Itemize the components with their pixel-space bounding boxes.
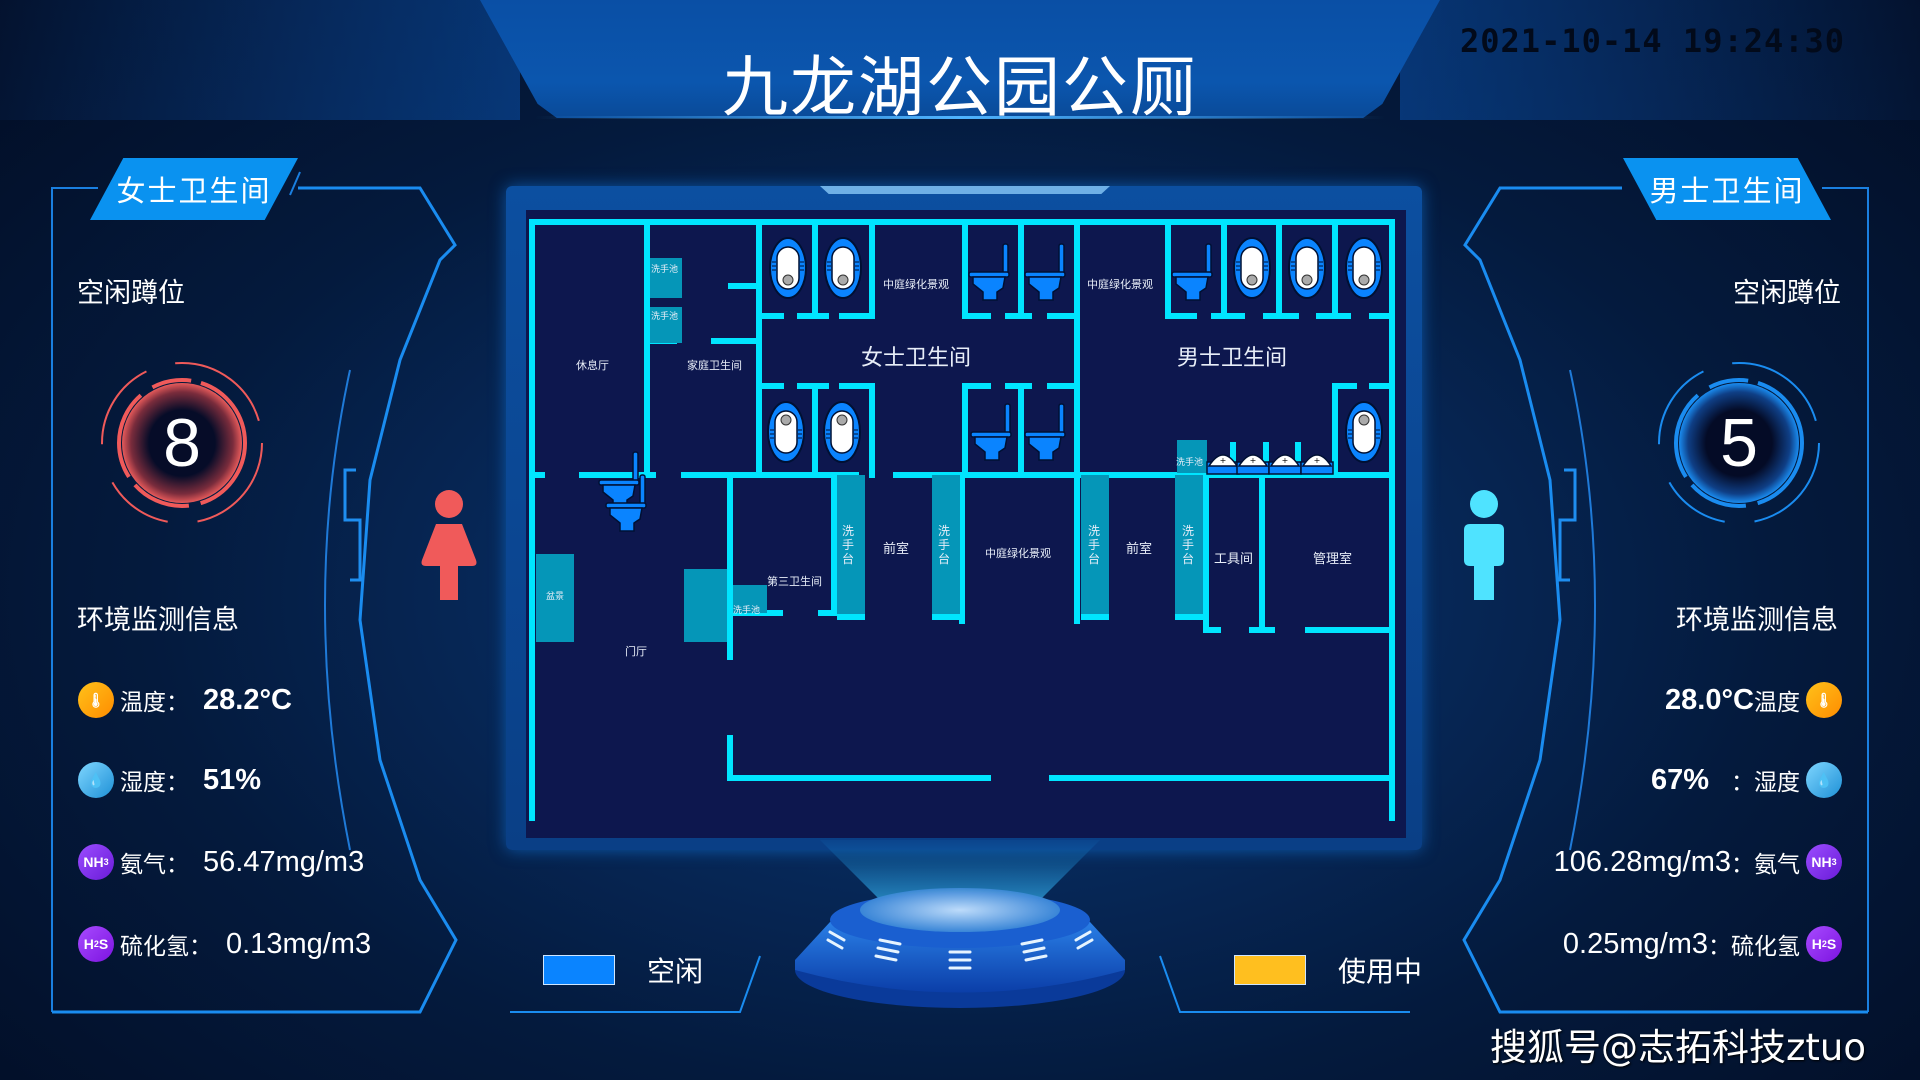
- men-free-stalls-label: 空闲蹲位: [1733, 278, 1841, 309]
- room-tool-room: 工具间: [1214, 552, 1254, 567]
- header-glow-right: [1400, 0, 1920, 120]
- room-washstand-4: 洗手台: [1182, 524, 1195, 566]
- room-courtyard-women: 中庭绿化景观: [883, 278, 949, 291]
- room-courtyard-center: 中庭绿化景观: [985, 547, 1051, 560]
- thermometer-icon: 🌡: [1806, 682, 1842, 718]
- female-figure-icon: [421, 490, 477, 600]
- women-squat-stall-1: [769, 237, 807, 299]
- room-sink-2: 洗手池: [651, 312, 679, 322]
- page-title: 九龙湖公园公厕: [722, 49, 1198, 126]
- humidity-icon: 💧: [1806, 762, 1842, 798]
- women-free-stalls-label: 空闲蹲位: [77, 278, 185, 309]
- floor-plan-frame-accent: [820, 186, 1110, 194]
- room-lobby: 门厅: [625, 645, 647, 658]
- legend-free-label: 空闲: [647, 955, 704, 988]
- header-glow-left: [0, 0, 520, 120]
- room-courtyard-men: 中庭绿化景观: [1087, 278, 1153, 291]
- women-free-count: 8: [163, 405, 201, 481]
- third-toilet: [598, 451, 640, 509]
- room-men-sink: 洗手池: [1176, 458, 1204, 468]
- men-free-count: 5: [1720, 405, 1758, 481]
- women-toilet-3: [970, 403, 1012, 461]
- male-figure-icon: [1464, 490, 1504, 600]
- room-family-restroom: 家庭卫生间: [687, 359, 742, 372]
- room-bonsai: 盆景: [546, 592, 565, 602]
- hologram-pedestal-icon: [795, 840, 1125, 1008]
- men-free-gauge: 5: [1654, 358, 1824, 528]
- room-lounge: 休息厅: [576, 359, 609, 372]
- humidity-icon: 💧: [78, 762, 114, 798]
- datetime-display: 2021-10-14 19:24:30: [1460, 22, 1846, 60]
- men-h2s-value: 0.25mg/m3: [1562, 927, 1708, 960]
- women-squat-stall-2: [824, 237, 862, 299]
- men-squat-stall-2: [1288, 237, 1326, 299]
- header-banner: [480, 0, 1440, 118]
- room-men-title: 男士卫生间: [1177, 346, 1288, 371]
- women-restroom-tag: 女士卫生间: [90, 158, 298, 220]
- men-squat-stall-1: [1233, 237, 1271, 299]
- men-squat-stall-3: [1345, 237, 1383, 299]
- room-washstand-3: 洗手台: [1088, 524, 1101, 566]
- header-underline: [535, 116, 1385, 119]
- women-env-title: 环境监测信息: [77, 605, 239, 636]
- watermark: 搜狐号@志拓科技ztuo: [1490, 1026, 1867, 1069]
- women-nh3-value: 56.47mg/m3: [203, 845, 365, 878]
- room-third-restroom: 第三卫生间: [767, 575, 822, 588]
- legend-occupied-label: 使用中: [1338, 955, 1423, 988]
- room-third-sink: 洗手池: [733, 606, 761, 616]
- men-nh3-value: 106.28mg/m3: [1553, 845, 1731, 878]
- room-washstand-1: 洗手台: [842, 524, 855, 566]
- women-temperature-value: 28.2°C: [203, 683, 292, 716]
- men-temperature-value: 28.0°C: [1665, 683, 1754, 716]
- women-toilet-2: [1024, 243, 1066, 301]
- thermometer-icon: 🌡: [78, 682, 114, 718]
- men-toilet-1: [1171, 243, 1213, 301]
- women-squat-stall-4: [824, 402, 860, 462]
- room-washstand-2: 洗手台: [938, 524, 951, 566]
- room-sink-1: 洗手池: [651, 265, 679, 275]
- gauge-ring-icon: [101, 362, 263, 524]
- women-h2s-value: 0.13mg/m3: [226, 927, 372, 960]
- room-management: 管理室: [1313, 552, 1353, 567]
- legend-free: 空闲: [543, 950, 703, 990]
- women-toilet-1: [968, 243, 1010, 301]
- women-humidity-value: 51%: [203, 763, 262, 796]
- room-anteroom-women: 前室: [883, 542, 910, 557]
- men-squat-stall-4: [1346, 402, 1382, 462]
- men-humidity-value: 67%: [1650, 763, 1709, 796]
- men-humidity-row: 67% ：湿度 💧: [1651, 760, 1842, 800]
- women-temperature-row: 🌡 温度： 28.2°C: [78, 680, 292, 720]
- gauge-ring-icon: [1658, 362, 1820, 524]
- legend-occupied-swatch: [1234, 955, 1306, 985]
- women-toilet-4: [1024, 403, 1066, 461]
- legend-free-swatch: [543, 955, 615, 985]
- men-env-title: 环境监测信息: [1676, 605, 1838, 636]
- men-temperature-row: 28.0°C 温度 🌡: [1665, 680, 1842, 720]
- urinal-4: [1300, 454, 1334, 475]
- room-women-title: 女士卫生间: [861, 346, 972, 371]
- room-anteroom-men: 前室: [1126, 542, 1153, 557]
- women-humidity-row: 💧 湿度： 51%: [78, 760, 261, 800]
- men-restroom-tag: 男士卫生间: [1623, 158, 1831, 220]
- women-free-gauge: 8: [97, 358, 267, 528]
- floor-plan-walls: +: [529, 219, 1395, 821]
- women-squat-stall-3: [768, 402, 804, 462]
- legend-occupied: 使用中: [1234, 950, 1422, 990]
